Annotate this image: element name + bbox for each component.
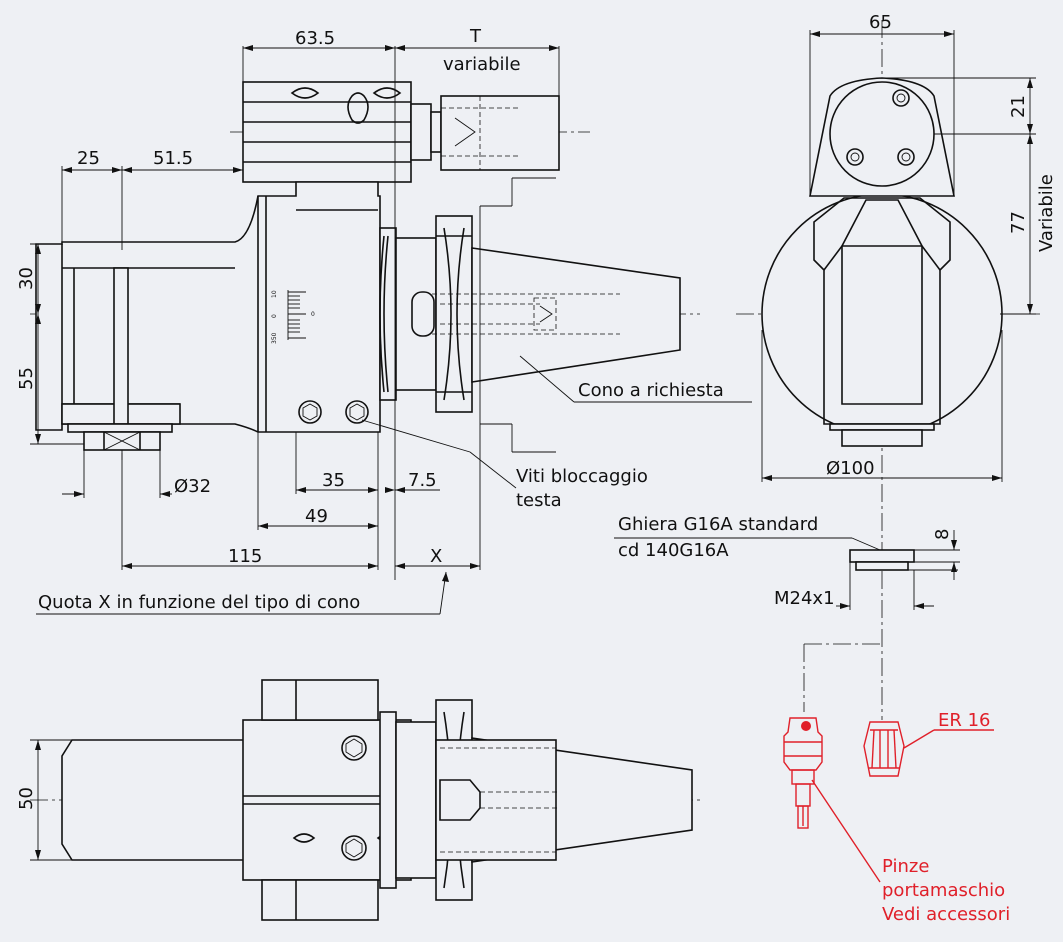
dim-m24x1: M24x1 <box>774 588 835 609</box>
dim-49: 49 <box>305 506 328 527</box>
dim-T: T <box>469 26 482 47</box>
note-collet-2: portamaschio <box>882 880 1005 901</box>
dim-30: 30 <box>16 267 37 290</box>
dim-7-5: 7.5 <box>408 470 437 491</box>
dim-diam32: Ø32 <box>174 476 211 497</box>
dim-diam100: Ø100 <box>826 458 875 479</box>
note-collet-1: Pinze <box>882 856 929 877</box>
dim-50: 50 <box>16 787 37 810</box>
note-collet-3: Vedi accessori <box>882 904 1010 925</box>
dim-65: 65 <box>869 12 892 33</box>
dim-51-5: 51.5 <box>153 148 193 169</box>
note-head-screws-2: testa <box>516 490 562 511</box>
note-head-screws-1: Viti bloccaggio <box>516 466 648 487</box>
scale-label-0: 0 <box>271 314 278 318</box>
top-view-dimensions: 50 <box>16 739 72 861</box>
dim-21: 21 <box>1008 95 1029 118</box>
note-er16: ER 16 <box>938 710 991 731</box>
dim-115: 115 <box>228 546 262 567</box>
dim-55: 55 <box>16 367 37 390</box>
dim-T-variabile: variabile <box>443 54 521 75</box>
scale-label-350: 350 <box>271 332 278 344</box>
side-view <box>736 20 1040 720</box>
head-locking-screws <box>298 400 369 424</box>
note-ring-nut-1: Ghiera G16A standard <box>618 514 818 535</box>
side-view-dimensions: 65 21 77 Variabile Ø100 <box>761 12 1057 482</box>
note-ring-nut-2: cd 140G16A <box>618 540 729 561</box>
note-cone-on-request: Cono a richiesta <box>578 380 724 401</box>
top-view <box>30 679 700 921</box>
dim-8: 8 <box>932 529 953 540</box>
front-view-notes: Cono a richiesta Viti bloccaggio testa Q… <box>36 355 752 615</box>
dim-variabile-vertical: Variabile <box>1036 174 1057 252</box>
scale-label-0-pointer: 0 <box>311 311 315 318</box>
angle-scale: 10 0 350 0 <box>271 290 315 344</box>
ring-nut: Ghiera G16A standard cd 140G16A 8 M24x1 <box>614 514 960 610</box>
dim-63-5: 63.5 <box>295 28 335 49</box>
note-quota-x: Quota X in funzione del tipo di cono <box>38 592 360 613</box>
front-view: 10 0 350 0 <box>30 81 700 460</box>
dim-25: 25 <box>77 148 100 169</box>
accessories: ER 16 Pinze portamaschio Vedi accessori <box>783 643 1010 925</box>
scale-label-10: 10 <box>271 290 278 298</box>
dim-X: X <box>430 546 442 567</box>
dim-35: 35 <box>322 470 345 491</box>
dim-77: 77 <box>1008 211 1029 234</box>
front-view-dimensions: 63.5 T variabile 25 51.5 30 55 Ø32 35 <box>16 26 560 580</box>
